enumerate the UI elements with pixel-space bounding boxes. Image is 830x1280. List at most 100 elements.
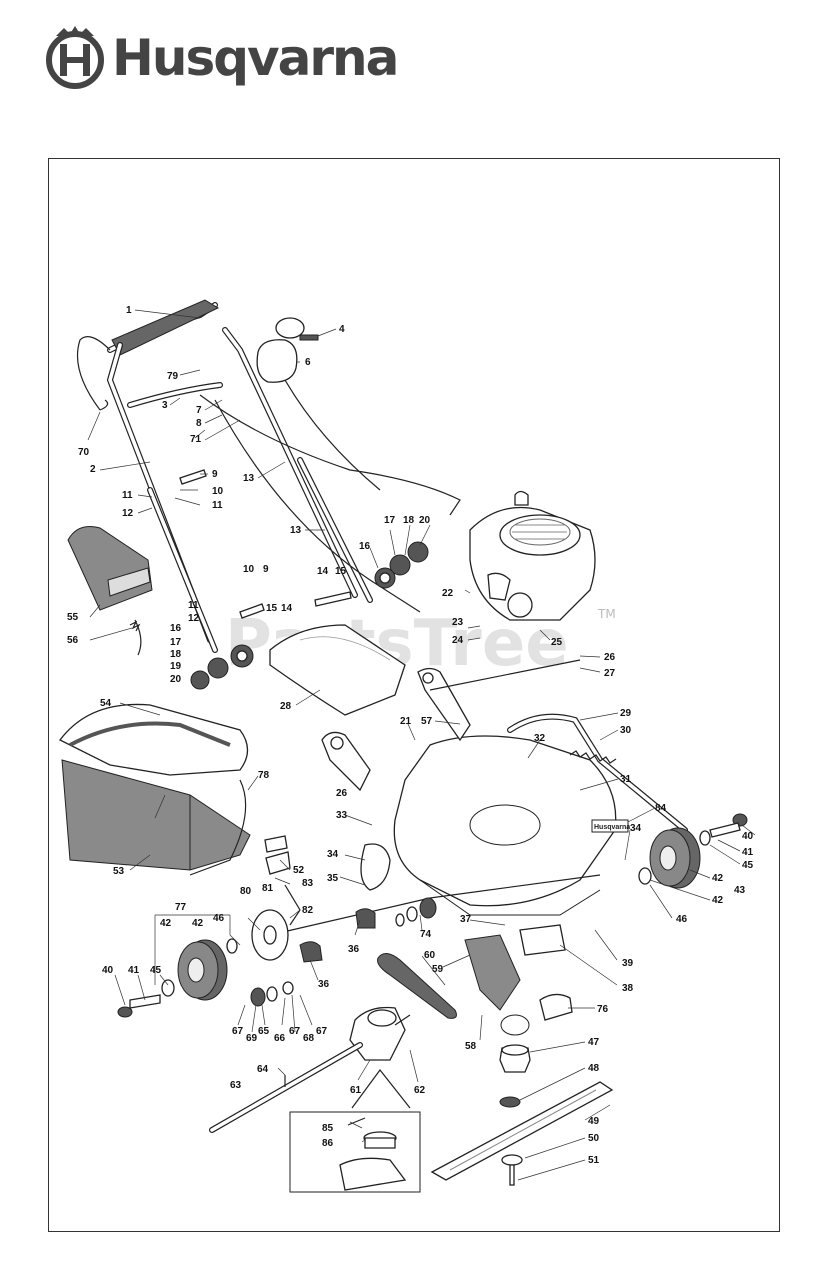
callout-58: 58 (465, 1041, 477, 1052)
callout-40b: 40 (102, 965, 114, 976)
callout-67a: 67 (232, 1026, 244, 1037)
callout-28: 28 (280, 701, 292, 712)
callout-3: 3 (162, 400, 168, 411)
callout-78: 78 (258, 770, 270, 781)
mower-deck (393, 735, 617, 916)
decal-badge (591, 819, 629, 833)
callout-1: 1 (126, 305, 132, 316)
rear-flap (67, 526, 153, 611)
callout-20b: 20 (170, 674, 182, 685)
handle-brackets (321, 667, 471, 792)
callout-54: 54 (100, 698, 112, 709)
callout-17b: 17 (170, 637, 182, 648)
callout-17a: 17 (384, 515, 396, 526)
callout-63: 63 (230, 1080, 242, 1091)
callout-81: 81 (262, 883, 274, 894)
callout-16a: 16 (359, 541, 371, 552)
decal-text: Husqvarna (594, 824, 630, 831)
callout-26a: 26 (604, 652, 616, 663)
callout-34a: 34 (327, 849, 339, 860)
callout-18b: 18 (170, 649, 182, 660)
callout-53: 53 (113, 866, 125, 877)
husqvarna-logo: Husqvarna (44, 26, 399, 90)
callout-42a: 42 (712, 873, 724, 884)
grass-chute-bracket (464, 934, 573, 1036)
callout-13b: 13 (290, 525, 302, 536)
callout-9a: 9 (212, 469, 218, 480)
callout-41b: 41 (128, 965, 140, 976)
gearbox-detail-inset (289, 1069, 421, 1193)
callout-42b: 42 (712, 895, 724, 906)
bail-wire (76, 336, 111, 411)
callout-labels: 1 2 3 4 6 7 8 9 10 11 11 12 13 13 14 15 … (67, 305, 754, 1166)
front-axle (429, 659, 688, 833)
callout-22: 22 (442, 588, 454, 599)
callout-35: 35 (327, 873, 339, 884)
callout-21: 21 (400, 716, 412, 727)
husqvarna-crown-icon (46, 26, 104, 89)
callout-86: 86 (322, 1138, 334, 1149)
callout-18a: 18 (403, 515, 415, 526)
callout-68: 68 (303, 1033, 315, 1044)
drive-gear-wheel (251, 909, 289, 961)
callout-11a: 11 (212, 500, 223, 511)
callout-42d: 42 (192, 918, 204, 929)
catcher-bag (61, 759, 251, 876)
height-adjust-levers (264, 835, 391, 963)
callout-59: 59 (432, 964, 444, 975)
callout-84: 84 (655, 803, 667, 814)
callout-9b: 9 (263, 564, 269, 575)
callout-15a: 15 (335, 566, 347, 577)
catcher-frame (59, 703, 249, 776)
callout-14b: 14 (281, 603, 293, 614)
callout-65: 65 (258, 1026, 270, 1037)
hubcaps (117, 813, 748, 1018)
callout-49: 49 (588, 1116, 600, 1127)
callout-31: 31 (620, 774, 632, 785)
callout-82: 82 (302, 905, 314, 916)
callout-40a: 40 (742, 831, 754, 842)
callout-20a: 20 (419, 515, 431, 526)
callout-23: 23 (452, 617, 464, 628)
callout-26b: 26 (336, 788, 348, 799)
callout-4: 4 (339, 324, 345, 335)
callout-7: 7 (196, 405, 202, 416)
callout-69: 69 (246, 1033, 258, 1044)
callout-66: 66 (274, 1033, 286, 1044)
callout-55: 55 (67, 612, 79, 623)
callout-25: 25 (551, 637, 563, 648)
callout-37: 37 (460, 914, 472, 925)
flap-spring (129, 619, 142, 656)
callout-10a: 10 (212, 486, 224, 497)
callout-2: 2 (90, 464, 96, 475)
callout-67b: 67 (289, 1026, 301, 1037)
handle-knobs (179, 469, 429, 690)
rear-wheel-large (177, 939, 228, 1001)
callout-34b: 34 (630, 823, 642, 834)
callout-30: 30 (620, 725, 632, 736)
blade-assembly (430, 1044, 614, 1186)
callout-42c: 42 (160, 918, 172, 929)
callout-67c: 67 (316, 1026, 328, 1037)
callout-45b: 45 (150, 965, 162, 976)
callout-50: 50 (588, 1133, 600, 1144)
gearbox (349, 1006, 411, 1061)
callout-56: 56 (67, 635, 79, 646)
callout-36b: 36 (318, 979, 330, 990)
drive-belt (377, 953, 457, 1019)
callout-85: 85 (322, 1123, 334, 1134)
callout-62: 62 (414, 1085, 426, 1096)
callout-12a: 12 (122, 508, 134, 519)
callout-52: 52 (293, 865, 305, 876)
lower-handle (147, 457, 373, 653)
throttle-control (256, 317, 319, 383)
callout-39: 39 (622, 958, 634, 969)
callout-14a: 14 (317, 566, 329, 577)
callout-47: 47 (588, 1037, 600, 1048)
spring (569, 750, 617, 764)
callout-19: 19 (170, 661, 182, 672)
callout-64: 64 (257, 1064, 269, 1075)
callout-61: 61 (350, 1085, 362, 1096)
callout-13a: 13 (243, 473, 255, 484)
